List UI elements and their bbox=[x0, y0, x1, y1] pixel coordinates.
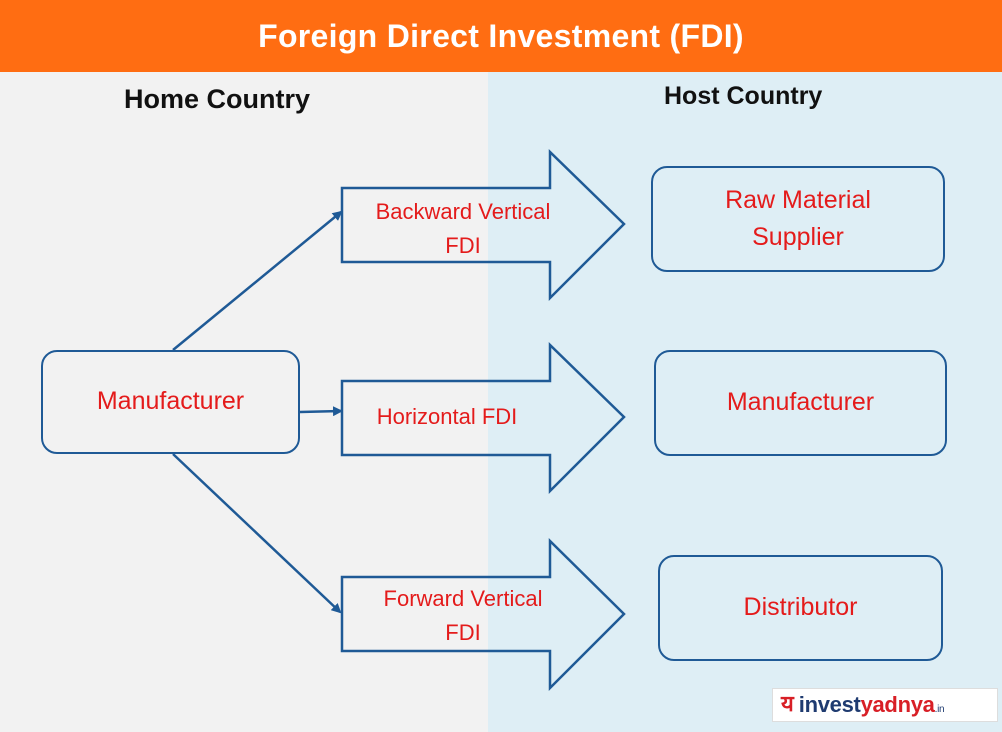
home-manufacturer-node: Manufacturer bbox=[41, 350, 300, 454]
host-country-heading: Host Country bbox=[664, 82, 823, 110]
home-manufacturer-label: Manufacturer bbox=[96, 387, 245, 416]
logo-text-accent: yadnya bbox=[860, 692, 935, 717]
diagram-title: Foreign Direct Investment (FDI) bbox=[0, 0, 1002, 72]
horizontal-fdi-line1: Horizontal FDI bbox=[376, 404, 518, 429]
raw-material-supplier-node: Raw Material Supplier bbox=[651, 166, 945, 272]
connector-forward bbox=[172, 453, 342, 614]
forward-vertical-fdi-label: Forward Vertical FDI bbox=[348, 582, 578, 650]
raw-material-supplier-line1: Raw Material bbox=[725, 185, 871, 214]
horizontal-arrow bbox=[340, 342, 626, 495]
backward-vertical-fdi-line2: FDI bbox=[445, 233, 481, 259]
home-country-panel bbox=[0, 72, 488, 732]
distributor-node: Distributor bbox=[658, 555, 943, 661]
forward-vertical-fdi-line1: Forward Vertical bbox=[383, 586, 543, 611]
horizontal-fdi-label: Horizontal FDI bbox=[342, 400, 552, 434]
logo-text-main: invest bbox=[798, 692, 861, 717]
host-manufacturer-node: Manufacturer bbox=[654, 350, 947, 456]
logo-text: investyadnya.in bbox=[799, 692, 945, 718]
host-country-panel bbox=[488, 72, 1002, 732]
logo-text-tld: .in bbox=[934, 704, 945, 715]
backward-vertical-fdi-label: Backward Vertical FDI bbox=[348, 195, 578, 263]
host-manufacturer-label: Manufacturer bbox=[726, 388, 875, 417]
distributor-label: Distributor bbox=[743, 593, 858, 622]
backward-vertical-fdi-line1: Backward Vertical bbox=[375, 199, 551, 224]
forward-vertical-fdi-line2: FDI bbox=[445, 620, 481, 646]
forward-vertical-arrow bbox=[340, 538, 626, 692]
investyadnya-logo: य investyadnya.in bbox=[772, 688, 998, 722]
raw-material-supplier-line2: Supplier bbox=[752, 223, 844, 251]
home-country-heading: Home Country bbox=[124, 84, 311, 114]
connector-horizontal bbox=[299, 406, 343, 417]
connector-backward bbox=[172, 210, 343, 351]
backward-vertical-arrow bbox=[340, 149, 626, 302]
logo-mark-icon: य bbox=[781, 692, 794, 717]
